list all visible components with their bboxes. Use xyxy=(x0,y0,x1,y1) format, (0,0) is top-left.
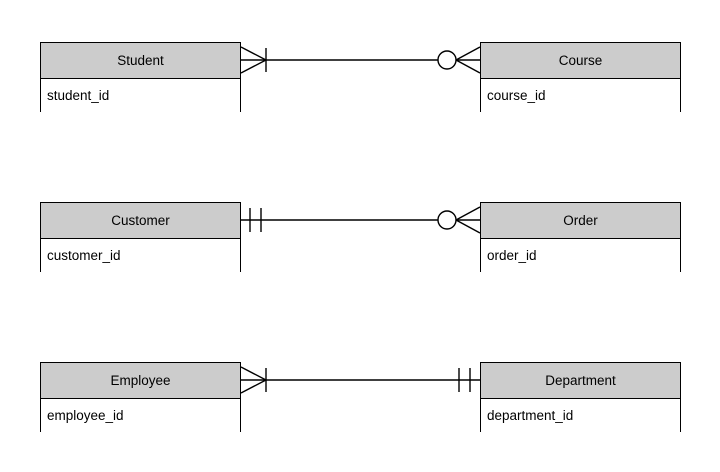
cardinality-double-bar-customer xyxy=(249,208,262,232)
entity-header-customer: Customer xyxy=(41,203,240,239)
entity-header-employee: Employee xyxy=(41,363,240,399)
entity-title-course: Course xyxy=(558,52,603,68)
entity-attribute-order: order_id xyxy=(481,239,680,272)
entity-attribute-customer: customer_id xyxy=(41,239,240,272)
cardinality-circle-crowsfoot-order xyxy=(437,206,481,234)
entity-title-student: Student xyxy=(117,52,164,68)
cardinality-circle-crowsfoot-course xyxy=(437,46,481,74)
attribute-label-employee-id: employee_id xyxy=(47,407,124,423)
entity-box-student[interactable]: Student student_id xyxy=(40,42,241,112)
attribute-label-department-id: department_id xyxy=(487,407,574,423)
entity-box-customer[interactable]: Customer customer_id xyxy=(40,202,241,272)
entity-title-employee: Employee xyxy=(110,372,171,388)
entity-title-order: Order xyxy=(563,212,598,228)
entity-box-department[interactable]: Department department_id xyxy=(480,362,681,432)
entity-title-department: Department xyxy=(545,372,616,388)
entity-attribute-course: course_id xyxy=(481,79,680,112)
entity-attribute-department: department_id xyxy=(481,399,680,432)
entity-attribute-employee: employee_id xyxy=(41,399,240,432)
entity-box-order[interactable]: Order order_id xyxy=(480,202,681,272)
attribute-label-student-id: student_id xyxy=(47,87,110,103)
cardinality-crowsfoot-bar-employee xyxy=(240,366,267,394)
entity-header-course: Course xyxy=(481,43,680,79)
attribute-label-course-id: course_id xyxy=(487,87,546,103)
cardinality-crowsfoot-bar-student xyxy=(240,46,267,74)
entity-box-employee[interactable]: Employee employee_id xyxy=(40,362,241,432)
entity-header-department: Department xyxy=(481,363,680,399)
attribute-label-order-id: order_id xyxy=(487,247,537,263)
entity-title-customer: Customer xyxy=(111,212,170,228)
attribute-label-customer-id: customer_id xyxy=(47,247,121,263)
entity-header-student: Student xyxy=(41,43,240,79)
entity-box-course[interactable]: Course course_id xyxy=(480,42,681,112)
entity-attribute-student: student_id xyxy=(41,79,240,112)
entity-header-order: Order xyxy=(481,203,680,239)
cardinality-double-bar-department xyxy=(458,368,471,392)
